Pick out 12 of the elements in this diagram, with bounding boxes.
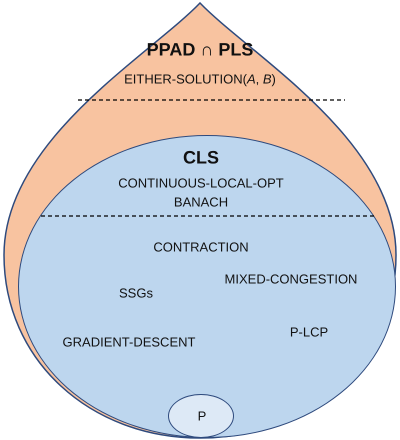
problem-label: MIXED-CONGESTION xyxy=(224,272,358,288)
ellipse-region xyxy=(168,394,234,438)
problem-label: CONTRACTION xyxy=(153,240,249,256)
problem-label: GRADIENT-DESCENT xyxy=(62,336,196,350)
problem-label: P-LCP xyxy=(290,326,328,340)
problem-label: BANACH xyxy=(174,196,228,210)
problem-label: EITHER-SOLUTION(A, B) xyxy=(124,72,276,88)
problem-label: CONTINUOUS-LOCAL-OPT xyxy=(118,176,284,192)
class-label: P xyxy=(198,410,206,424)
set-title: CLS xyxy=(183,148,219,168)
problem-label: SSGs xyxy=(119,286,153,302)
set-title: PPAD ∩ PLS xyxy=(146,40,254,60)
